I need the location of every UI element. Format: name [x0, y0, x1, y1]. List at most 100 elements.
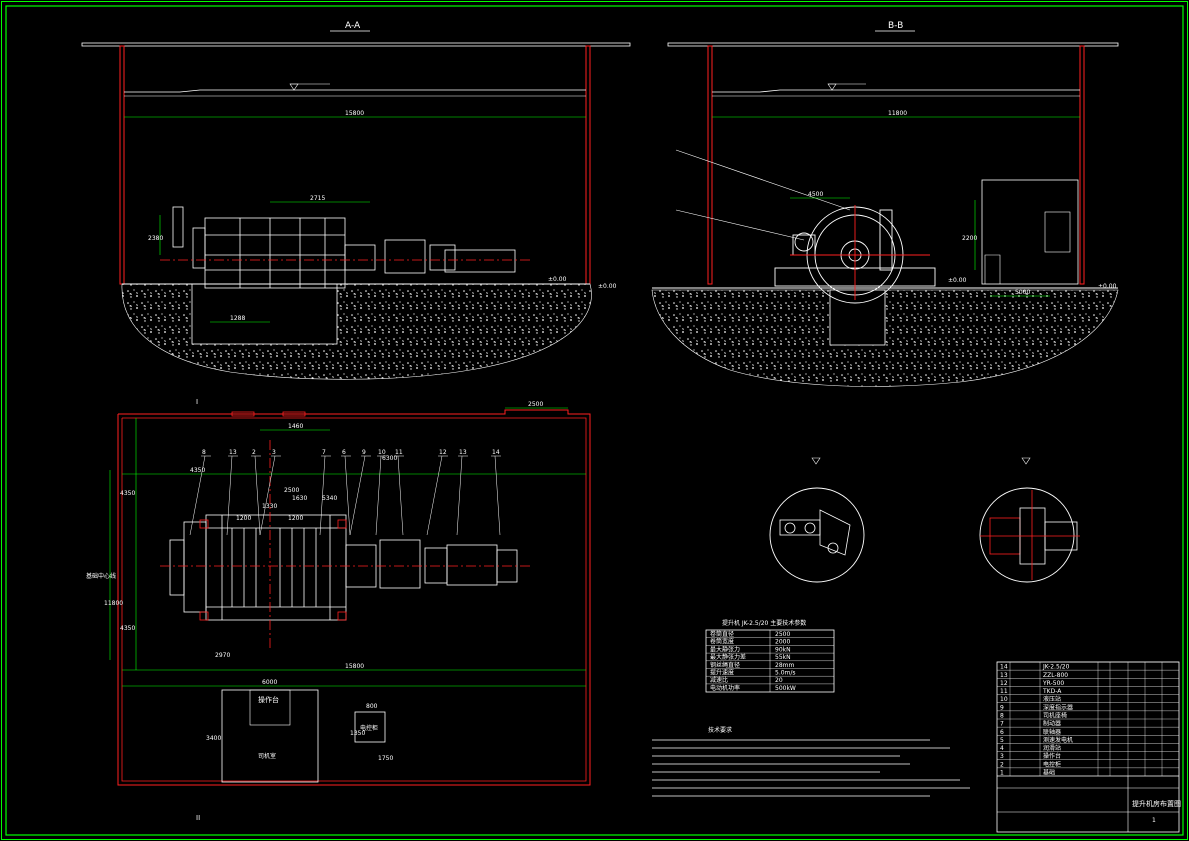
- parts-row-name: 电控柜: [1043, 760, 1061, 768]
- technical-notes: 技术要求: [652, 726, 970, 797]
- parts-row-number: 8: [1000, 713, 1004, 720]
- section-bb-title: B-B: [888, 21, 903, 31]
- part-balloon: 2: [251, 449, 261, 536]
- table-cell-value: 500kW: [775, 685, 796, 692]
- plan-left-v1-dim: 4350: [120, 490, 135, 497]
- table-cell-value: 90kN: [775, 646, 791, 653]
- aa-hoist-machine: [160, 206, 530, 289]
- parts-row-number: 14: [1000, 664, 1008, 671]
- part-balloon: 10: [375, 449, 387, 536]
- plan-view: I II 1460 2500 4350 6300 2500 1630 1330 …: [86, 398, 591, 822]
- part-balloon: 13: [456, 449, 468, 536]
- aa-left-wall: [119, 45, 125, 285]
- balloon-label: 11: [395, 449, 403, 456]
- bb-floor-level: ±0.00: [948, 277, 967, 284]
- part-balloon: 3: [259, 449, 281, 536]
- balloon-label: 3: [272, 449, 276, 456]
- plan-right-top-dim: 2500: [528, 401, 543, 408]
- bb-right-dim: 2200: [962, 235, 977, 242]
- plan-w1-dim: 4350: [190, 467, 205, 474]
- parts-row-name: 润滑站: [1043, 744, 1061, 752]
- parts-row-name: 司机座椅: [1043, 712, 1067, 720]
- view-i-label: I: [196, 398, 198, 406]
- parts-row-number: 11: [1000, 688, 1008, 695]
- plan-left-marker: 基础中心线: [86, 572, 116, 580]
- plan-d5-dim: 1200: [288, 515, 303, 522]
- view-ii-label: II: [196, 814, 200, 822]
- parts-row-name: ZZL-800: [1043, 672, 1068, 679]
- parts-row-number: 13: [1000, 672, 1008, 679]
- table-cell-param: 电动机功率: [710, 684, 740, 692]
- part-balloon: 6: [341, 449, 351, 536]
- parts-row-name: TKD-A: [1042, 688, 1062, 695]
- plan-electric-cabinet-label: 电控柜: [360, 724, 378, 732]
- part-balloon: 7: [319, 449, 331, 536]
- bb-control-cabinet: [981, 179, 1079, 285]
- plan-d4-dim: 1200: [236, 515, 251, 522]
- plan-room-h-dim: 3400: [206, 735, 221, 742]
- parts-row-name: 制动器: [1043, 720, 1061, 728]
- plan-left-v2-dim: 11800: [104, 600, 123, 607]
- parts-row-name: 联轴器: [1043, 728, 1061, 736]
- plan-d6-dim: 5340: [322, 495, 337, 502]
- plan-box-h-dim: 1350: [350, 730, 365, 737]
- section-aa-view: A-A 15800: [81, 21, 631, 380]
- balloon-label: 8: [202, 449, 206, 456]
- plan-top-dim: 1460: [288, 423, 303, 430]
- balloon-label: 10: [378, 449, 386, 456]
- balloon-label: 12: [439, 449, 447, 456]
- parts-row-name: 深度指示器: [1043, 703, 1073, 711]
- plan-hoist-machine: [160, 440, 530, 650]
- plan-electric-cabinet: [354, 711, 386, 743]
- parts-row-number: 12: [1000, 680, 1008, 687]
- bb-span-dim: 11800: [888, 110, 907, 117]
- table-cell-value: 55kN: [775, 654, 791, 661]
- plan-d2-dim: 1630: [292, 495, 307, 502]
- table-cell-value: 2000: [775, 639, 790, 646]
- balloon-label: 6: [342, 449, 346, 456]
- part-balloon: 11: [394, 449, 404, 536]
- table-cell-param: 卷筒宽度: [710, 638, 734, 646]
- parts-row-name: 基础: [1043, 769, 1055, 777]
- plan-box-v-dim: 1750: [378, 755, 393, 762]
- parts-row-number: 2: [1000, 761, 1004, 768]
- parts-row-name: 测速发电机: [1043, 736, 1073, 744]
- notes-heading: 技术要求: [708, 726, 732, 734]
- parts-row-number: 4: [1000, 745, 1004, 752]
- parts-row-number: 6: [1000, 729, 1004, 736]
- parts-row-number: 5: [1000, 737, 1004, 744]
- bb-bottom-dim: 5000: [1015, 289, 1030, 296]
- table-cell-value: 5.0m/s: [775, 670, 796, 677]
- table-cell-param: 卷筒直径: [710, 630, 734, 638]
- parts-row-number: 9: [1000, 704, 1004, 711]
- aa-right-wall: [585, 45, 591, 285]
- parts-row-name: 操作台: [1043, 752, 1061, 760]
- tech-table-title: 提升机 JK-2.5/20 主要技术参数: [722, 619, 806, 627]
- plan-left-v3-dim: 4350: [120, 625, 135, 632]
- aa-drum-dim: 2715: [310, 195, 325, 202]
- balloon-label: 9: [362, 449, 366, 456]
- part-balloon: 9: [349, 449, 371, 536]
- sheet-border-inner: [5, 5, 1184, 836]
- table-cell-value: 2500: [775, 631, 790, 638]
- plan-outer-wall: [117, 409, 591, 786]
- parts-row-number: 10: [1000, 696, 1008, 703]
- table-cell-param: 提升速度: [710, 669, 734, 677]
- plan-control-room-sub: 司机室: [258, 752, 276, 760]
- detail-view-right: [979, 457, 1080, 583]
- plan-room-dim: 6000: [262, 679, 277, 686]
- balloon-label: 2: [252, 449, 256, 456]
- aa-floor-level-right: ±0.00: [598, 283, 617, 290]
- detail-view-left: [769, 457, 865, 583]
- bb-floor-level-right: ±0.00: [1098, 283, 1117, 290]
- bb-left-wall: [707, 45, 713, 285]
- plan-d3-dim: 1330: [262, 503, 277, 510]
- balloon-label: 13: [229, 449, 237, 456]
- sheet-number: 1: [1152, 817, 1156, 824]
- aa-span-dim: 15800: [345, 110, 364, 117]
